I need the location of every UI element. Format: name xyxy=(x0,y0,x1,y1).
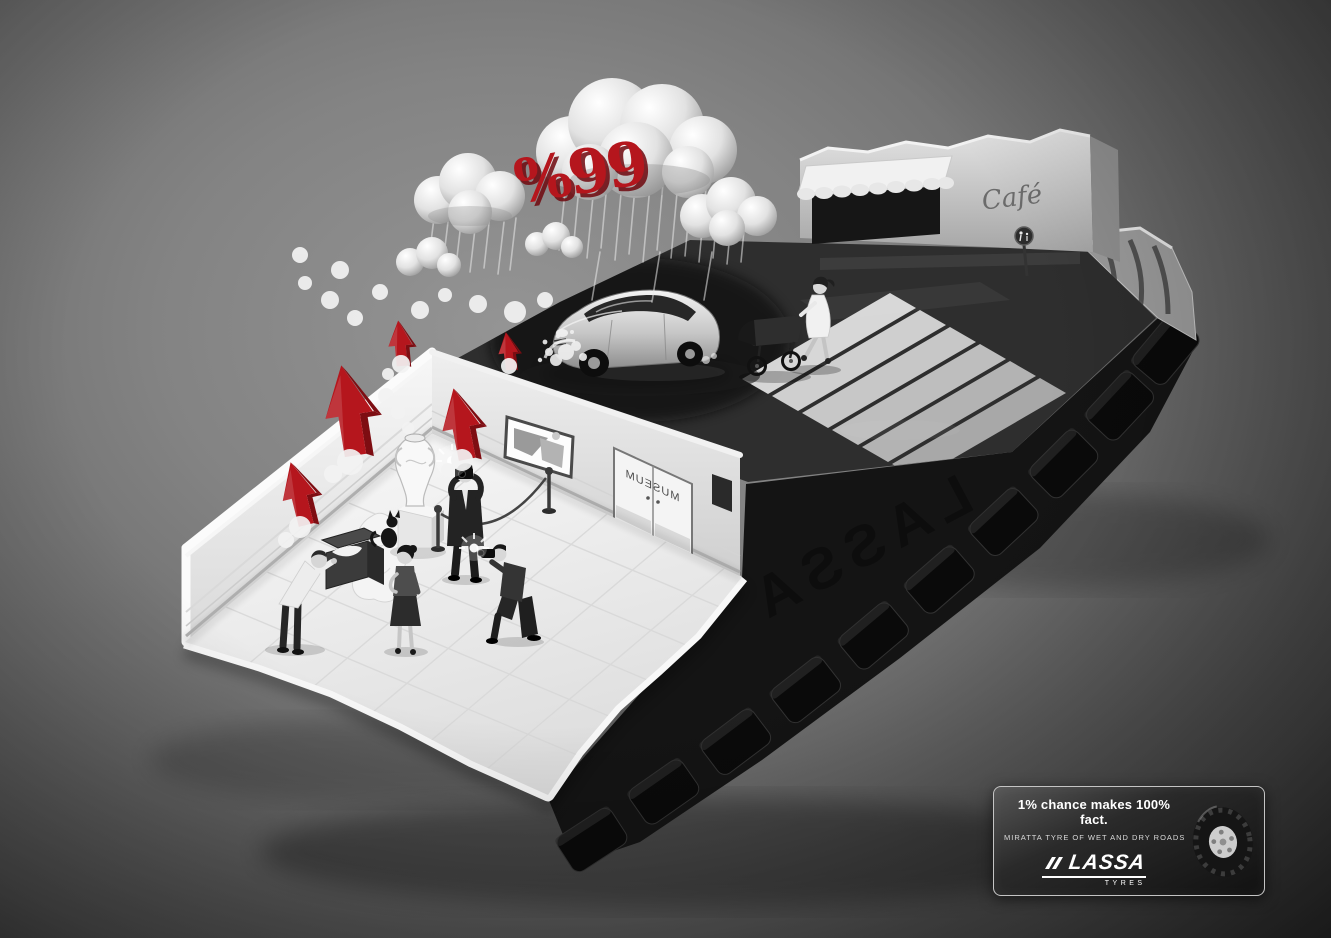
tire-icon xyxy=(1192,805,1254,877)
brand-sub: TYRES xyxy=(1104,880,1146,887)
cloud xyxy=(525,222,583,258)
brand-chevron-icon xyxy=(1045,857,1064,869)
badge: 1% chance makes 100% fact. MIRATTA TYRE … xyxy=(993,786,1265,896)
brand-logo: LASSA TYRES xyxy=(1042,851,1148,887)
brand-name: LASSA xyxy=(1067,851,1148,874)
badge-text: 1% chance makes 100% fact. MIRATTA TYRE … xyxy=(1004,797,1184,890)
crate xyxy=(320,527,384,590)
badge-subline: MIRATTA TYRE OF WET AND DRY ROADS xyxy=(1004,833,1186,842)
cloud xyxy=(396,237,461,277)
brand-underline xyxy=(1042,876,1146,878)
badge-headline: 1% chance makes 100% fact. xyxy=(1017,797,1171,827)
